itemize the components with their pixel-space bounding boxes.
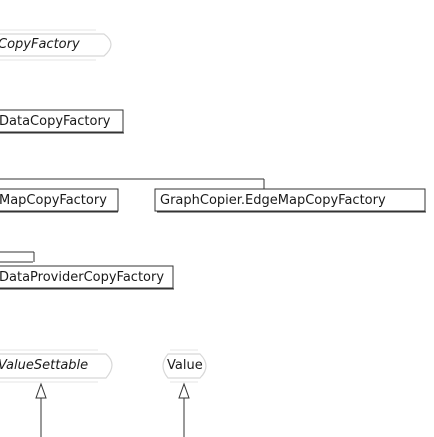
data-provider-copy-factory-label: DataProviderCopyFactory	[0, 270, 165, 285]
value-settable-interface-shape	[0, 353, 113, 379]
edge-map-copy-factory-label: GraphCopier.EdgeMapCopyFactory	[160, 193, 386, 208]
map-copy-factory-label: MapCopyFactory	[0, 193, 107, 208]
data-copy-factory-label: DataCopyFactory	[0, 114, 111, 129]
data-provider-copy-factory-box	[0, 265, 174, 289]
value-interface-shape	[162, 353, 207, 379]
value-settable-label: ValueSettable	[0, 358, 89, 373]
value-arrow	[178, 382, 190, 437]
copy-factory-label: CopyFactory	[0, 37, 80, 52]
value-label: Value	[167, 358, 203, 373]
copy-factory-interface-shape	[0, 33, 112, 57]
edge-map-copy-factory-box	[154, 188, 426, 212]
value-settable-arrow	[35, 382, 47, 437]
map-copy-factory-box	[0, 188, 119, 212]
